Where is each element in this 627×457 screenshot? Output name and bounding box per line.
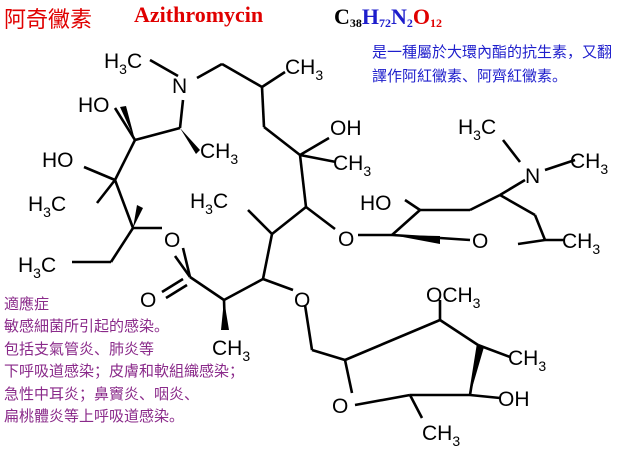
label-o: O bbox=[140, 289, 156, 312]
label-och3: OCH3 bbox=[426, 284, 481, 311]
description-text: 是一種屬於大環內酯的抗生素，又翻譯作阿紅黴素、阿齊紅黴素。 bbox=[372, 43, 613, 85]
title-english: Azithromycin bbox=[134, 2, 264, 27]
macrolide-ring-bonds bbox=[113, 62, 308, 302]
label-n: N bbox=[525, 165, 540, 188]
indication-line: 下呼吸道感染；皮膚和軟組織感染； bbox=[4, 362, 245, 381]
cladinose-wedge bbox=[470, 345, 484, 395]
label-o: O bbox=[294, 289, 310, 312]
indications-block: 適應症 敏感細菌所引起的感染。 包括支氣管炎、肺炎等 下呼吸道感染；皮膚和軟組織… bbox=[4, 293, 244, 427]
molecular-formula: C38H72N2O12 bbox=[334, 4, 442, 31]
label-ch3: CH3 bbox=[422, 422, 460, 449]
formula-n: N2 bbox=[391, 4, 413, 30]
desosamine-wedge bbox=[392, 235, 440, 244]
formula-c: C38 bbox=[334, 4, 362, 30]
formula-h: H72 bbox=[361, 4, 392, 30]
indication-line: 敏感細菌所引起的感染。 bbox=[4, 317, 170, 336]
desosamine-ring-bonds bbox=[358, 139, 576, 246]
label-h3c: H3C bbox=[458, 116, 496, 143]
label-o: O bbox=[332, 395, 348, 418]
label-o: O bbox=[472, 230, 488, 253]
label-ho: HO bbox=[360, 192, 392, 215]
label-oh: OH bbox=[498, 388, 530, 411]
atom-labels: N H3C CH3 HO CH3 HO H3C H3C O O OH CH3 H… bbox=[18, 50, 608, 449]
label-h3c: H3C bbox=[104, 50, 142, 77]
label-n: N bbox=[172, 75, 187, 98]
label-oh: OH bbox=[330, 117, 362, 140]
indications-heading: 適應症 bbox=[4, 295, 50, 313]
label-ho: HO bbox=[42, 149, 74, 172]
indication-line: 包括支氣管炎、肺炎等 bbox=[4, 339, 155, 358]
label-h3c: H3C bbox=[28, 193, 66, 220]
label-ho: HO bbox=[78, 94, 110, 117]
label-ch3: CH3 bbox=[333, 152, 371, 179]
formula-o: O12 bbox=[412, 4, 443, 30]
label-ch3: CH3 bbox=[212, 337, 250, 364]
label-h3c: H3C bbox=[18, 254, 56, 281]
label-ch3: CH3 bbox=[508, 347, 546, 374]
label-ch3: CH3 bbox=[570, 150, 608, 177]
label-ch3: CH3 bbox=[562, 230, 600, 257]
label-o: O bbox=[338, 228, 354, 251]
indication-line: 扁桃體炎等上呼吸道感染。 bbox=[4, 407, 185, 426]
label-ch3: CH3 bbox=[200, 140, 238, 167]
label-ch3: CH3 bbox=[285, 56, 323, 83]
title-chinese: 阿奇黴素 bbox=[4, 8, 93, 33]
indication-line: 急性中耳炎；鼻竇炎、咽炎、 bbox=[4, 384, 200, 403]
label-o: O bbox=[164, 229, 180, 252]
stereo-bonds bbox=[120, 106, 229, 330]
label-h3c: H3C bbox=[190, 190, 228, 217]
